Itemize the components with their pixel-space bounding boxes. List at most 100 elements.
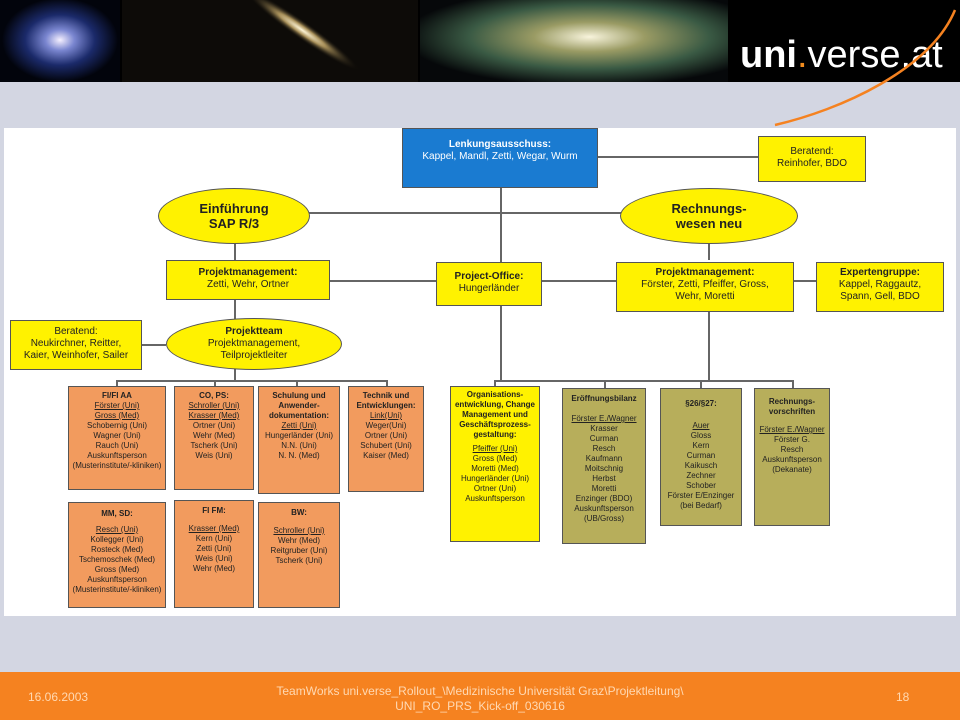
- footer-page-number: 18: [896, 690, 910, 704]
- footer-path-line2: UNI_RO_PRS_Kick-off_030616: [395, 699, 565, 713]
- team-member: Krasser: [590, 424, 618, 433]
- team-member: Förster E/Enzinger: [667, 491, 735, 500]
- team-organisation-title: Organisations-entwicklung, Change Manage…: [454, 390, 535, 439]
- logo-dot: .: [796, 34, 808, 76]
- team-member: Resch: [592, 444, 616, 453]
- team-member: Wagner (Uni): [93, 431, 141, 440]
- expertengruppe-members-2: Spann, Gell, BDO: [840, 291, 920, 302]
- einfuehrung-sap-ellipse: Einführung SAP R/3: [158, 188, 310, 244]
- logo-part1: uni: [740, 34, 797, 76]
- connector: [116, 380, 388, 382]
- connector: [708, 304, 710, 380]
- projektteam-ellipse: Projektteam Projektmanagement, Teilproje…: [166, 318, 342, 370]
- expertengruppe-box: Expertengruppe: Kappel, Raggautz, Spann,…: [816, 262, 944, 312]
- connector: [386, 380, 388, 386]
- team-member: Weis (Uni): [195, 451, 233, 460]
- connector: [330, 280, 436, 282]
- team-member: Auskunftsperson: [574, 504, 634, 513]
- team-schulung-box: Schulung und Anwender-dokumentation: Zet…: [258, 386, 340, 494]
- team-eroeffnungsbilanz-box: Eröffnungsbilanz Förster E./Wagner Krass…: [562, 388, 646, 544]
- team-member: Auskunftsperson: [762, 455, 822, 464]
- team-fi-aa-lead-2: Gross (Med): [94, 411, 140, 420]
- team-member: (UB/Gross): [584, 514, 624, 523]
- connector: [494, 380, 794, 382]
- team-member: Enzinger (BDO): [575, 494, 633, 503]
- team-member: Gross (Med): [94, 565, 140, 574]
- team-technik-box: Technik und Entwicklungen: Link(Uni) Weg…: [348, 386, 424, 492]
- footer-date: 16.06.2003: [28, 690, 89, 704]
- expertengruppe-members-1: Kappel, Raggautz,: [838, 279, 922, 290]
- galaxy-image-3: [420, 0, 728, 82]
- connector: [500, 188, 502, 212]
- beratend-top-members: Reinhofer, BDO: [776, 158, 848, 169]
- team-co-ps-box: CO, PS: Schroller (Uni) Krasser (Med) Or…: [174, 386, 254, 490]
- team-mm-sd-title: MM, SD:: [101, 509, 133, 518]
- team-schulung-lead: Zetti (Uni): [281, 421, 317, 430]
- team-schulung-title: Schulung und Anwender-dokumentation:: [269, 391, 329, 420]
- team-member: Gloss: [690, 431, 712, 440]
- team-member: Zechner: [686, 471, 716, 480]
- connector: [700, 380, 702, 388]
- team-member: (Dekanate): [772, 465, 812, 474]
- team-rechnungsvorschriften-lead: Förster E./Wagner: [759, 425, 825, 434]
- team-bw-title: BW:: [291, 508, 307, 517]
- team-member: Rauch (Uni): [95, 441, 139, 450]
- team-member: Auskunftsperson: [87, 451, 147, 460]
- team-member: (bei Bedarf): [680, 501, 722, 510]
- projektmanagement-right-members-1: Förster, Zetti, Pfeiffer, Gross,: [641, 279, 769, 290]
- connector: [792, 380, 794, 388]
- team-member: Curman: [589, 434, 619, 443]
- team-bw-box: BW: Schroller (Uni) Wehr (Med) Reitgrube…: [258, 502, 340, 608]
- team-eroeffnungsbilanz-title: Eröffnungsbilanz: [571, 394, 637, 403]
- team-technik-title: Technik und Entwicklungen:: [356, 391, 416, 410]
- org-chart-panel: Lenkungsausschuss: Kappel, Mandl, Zetti,…: [4, 128, 956, 616]
- team-member: Herbst: [592, 474, 616, 483]
- team-co-ps-lead-2: Krasser (Med): [188, 411, 240, 420]
- connector: [296, 380, 298, 386]
- team-fi-fm-lead: Krasser (Med): [188, 524, 240, 533]
- team-member: Wehr (Med): [277, 536, 321, 545]
- logo: uni.verse.at: [728, 0, 960, 82]
- team-member: Kollegger (Uni): [90, 535, 144, 544]
- team-member: N.N. (Uni): [281, 441, 317, 450]
- projektmanagement-right-members-2: Wehr, Moretti: [675, 291, 735, 302]
- lenkungsausschuss-members: Kappel, Mandl, Zetti, Wegar, Wurm: [422, 151, 578, 162]
- team-bw-lead: Schroller (Uni): [273, 526, 325, 535]
- team-rechnungsvorschriften-title: Rechnungs-vorschriften: [768, 397, 816, 416]
- galaxy-image-2: [122, 0, 418, 82]
- team-member: Curman: [686, 451, 716, 460]
- rechnungswesen-line2: wesen neu: [675, 216, 743, 231]
- team-member: Schubert (Uni): [360, 441, 412, 450]
- team-fi-fm-box: FI FM: Krasser (Med) Kern (Uni) Zetti (U…: [174, 500, 254, 608]
- team-member: Hungerländer (Uni): [460, 474, 530, 483]
- rechnungswesen-ellipse: Rechnungs- wesen neu: [620, 188, 798, 244]
- beratend-left-box: Beratend: Neukirchner, Reitter, Kaier, W…: [10, 320, 142, 370]
- connector: [214, 380, 216, 386]
- beratend-top-box: Beratend: Reinhofer, BDO: [758, 136, 866, 182]
- footer-path: TeamWorks uni.verse_Rollout_\Medizinisch…: [200, 684, 760, 714]
- team-member: Zetti (Uni): [196, 544, 232, 553]
- connector: [234, 368, 236, 382]
- team-co-ps-title: CO, PS:: [199, 391, 229, 400]
- team-fi-aa-lead: Förster (Uni): [94, 401, 140, 410]
- team-member: Förster G.: [773, 435, 810, 444]
- einfuehrung-line1: Einführung: [199, 201, 269, 216]
- team-member: Kaikusch: [684, 461, 718, 470]
- projektteam-line1: Projektmanagement,: [207, 338, 301, 349]
- team-member: Auskunftsperson: [465, 494, 525, 503]
- team-organisation-lead: Pfeiffer (Uni): [472, 444, 518, 453]
- connector: [234, 300, 236, 320]
- einfuehrung-line2: SAP R/3: [208, 216, 260, 231]
- team-organisation-box: Organisations-entwicklung, Change Manage…: [450, 386, 540, 542]
- lenkungsausschuss-box: Lenkungsausschuss: Kappel, Mandl, Zetti,…: [402, 128, 598, 188]
- team-member: Moretti (Med): [471, 464, 519, 473]
- projektmanagement-right-box: Projektmanagement: Förster, Zetti, Pfeif…: [616, 262, 794, 312]
- team-member: Moretti: [591, 484, 617, 493]
- team-member: Schober: [686, 481, 716, 490]
- project-office-members: Hungerländer: [458, 283, 520, 294]
- team-member: Resch: [780, 445, 804, 454]
- team-member: Gross (Med): [472, 454, 518, 463]
- footer-bar: 16.06.2003 TeamWorks uni.verse_Rollout_\…: [0, 672, 960, 720]
- connector: [604, 380, 606, 388]
- connector: [234, 212, 708, 214]
